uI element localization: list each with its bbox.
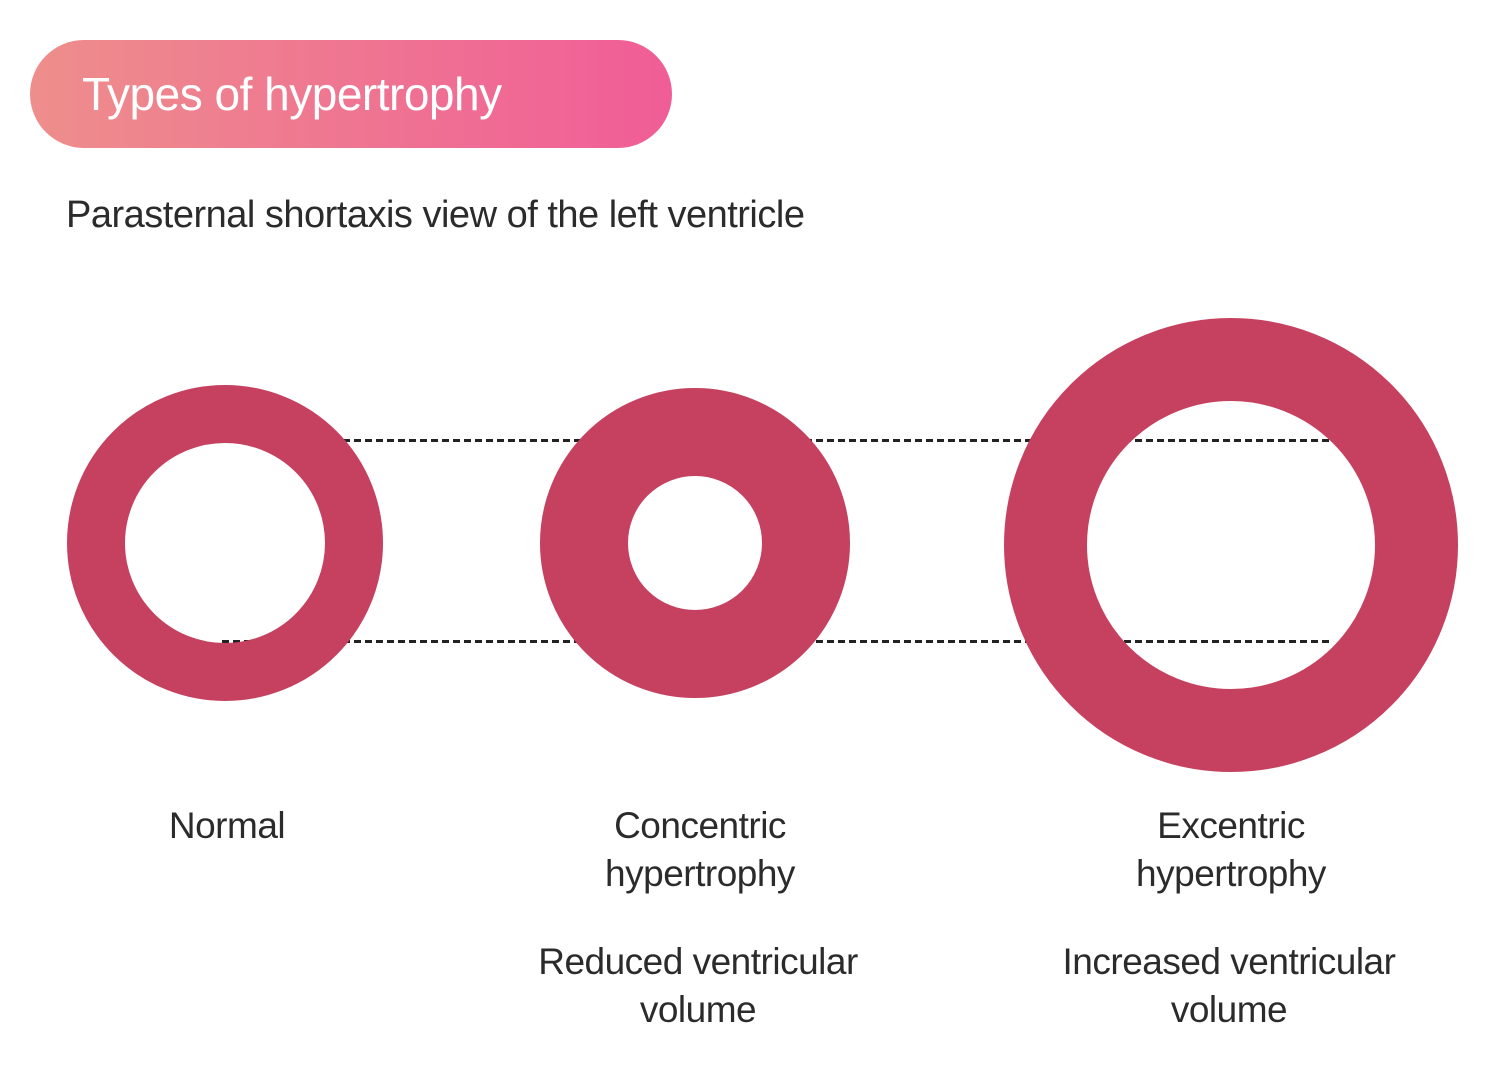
page-title: Types of hypertrophy	[82, 68, 502, 120]
concentric-hypertrophy-ring	[540, 388, 850, 698]
normal-label: Normal	[168, 805, 286, 846]
excentric-hypertrophy-label: Excentric hypertrophy	[1136, 805, 1326, 894]
normal-ventricle-ring	[67, 385, 383, 701]
increased-volume-note: Increased ventricular volume	[1062, 941, 1396, 1030]
concentric-hypertrophy-label: Concentric hypertrophy	[605, 805, 795, 894]
excentric-hypertrophy-ring	[1004, 318, 1458, 772]
header-pill: Types of hypertrophy	[30, 40, 672, 148]
subtitle: Parasternal shortaxis view of the left v…	[66, 194, 805, 236]
reduced-volume-note: Reduced ventricular volume	[538, 941, 858, 1030]
